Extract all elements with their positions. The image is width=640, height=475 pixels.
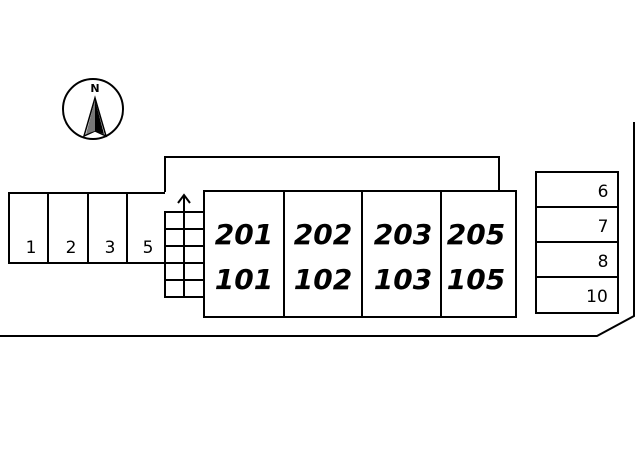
unit-201-label: 201	[215, 218, 273, 251]
unit-102-label: 102	[294, 263, 352, 296]
parking-space-label: 2	[66, 238, 77, 258]
parking-space-label: 6	[598, 182, 609, 202]
road-edge	[0, 122, 635, 337]
unit-203-label: 203	[374, 218, 432, 251]
building-outline	[203, 190, 517, 318]
unit-101-label: 101	[215, 263, 273, 296]
compass-circle	[62, 78, 124, 140]
unit-205-label: 205	[447, 218, 505, 251]
parking-space-label: 8	[598, 252, 609, 272]
unit-202-label: 202	[294, 218, 352, 251]
north-arrow-icon	[82, 95, 108, 138]
parking-space-label: 1	[26, 238, 37, 258]
unit-105-label: 105	[447, 263, 505, 296]
parking-lot-left: 1 2 3 5	[8, 192, 165, 264]
compass-north-label: N	[90, 82, 99, 95]
building: 201 101 202 102 203 103 205 105	[203, 190, 517, 318]
corridor-outline	[164, 156, 500, 192]
parking-space-label: 7	[598, 217, 609, 237]
parking-space-label: 10	[586, 287, 608, 307]
parking-space-label: 5	[143, 238, 154, 258]
parking-lot-right: 6 7 8 10	[535, 171, 619, 314]
parking-space-label: 3	[105, 238, 116, 258]
staircase	[164, 193, 204, 298]
compass: N	[62, 78, 124, 140]
unit-103-label: 103	[374, 263, 432, 296]
stair-arrow-icon	[177, 193, 191, 297]
